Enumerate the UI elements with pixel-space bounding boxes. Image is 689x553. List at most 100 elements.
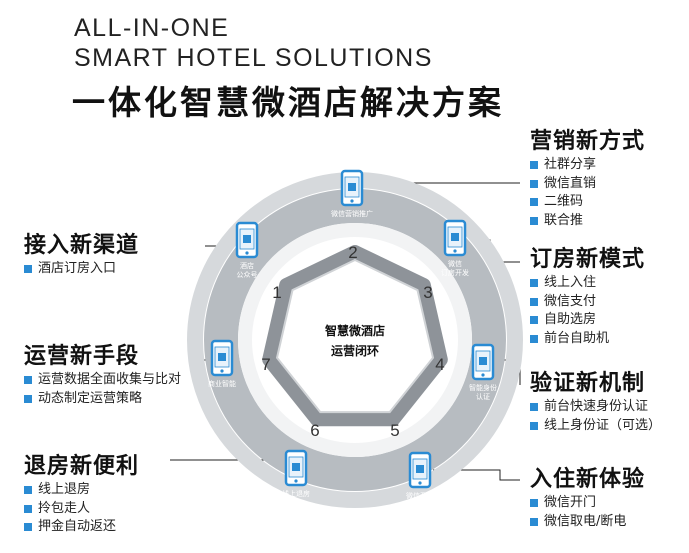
bullet-square-icon xyxy=(530,216,538,225)
feature-title: 订房新模式 xyxy=(530,247,646,272)
feature-booking: 订房新模式 线上入住微信支付自助选房前台自助机 xyxy=(530,246,645,348)
bullet-square-icon xyxy=(530,297,538,306)
feature-item: 前台自助机 xyxy=(530,330,645,349)
step-number: 1 xyxy=(272,283,281,302)
feature-item: 自助选房 xyxy=(530,311,645,330)
feature-checkout: 退房新便利 线上退房拎包走人押金自动返还 xyxy=(24,453,139,537)
feature-item-label: 拎包走人 xyxy=(38,500,91,516)
feature-item: 拎包走人 xyxy=(24,500,139,519)
feature-title: 退房新便利 xyxy=(24,454,140,479)
bullet-square-icon xyxy=(530,499,538,508)
feature-item-label: 酒店订房入口 xyxy=(38,261,117,276)
phone-label: 公众号 xyxy=(237,271,258,279)
phone-label: 智能身份 xyxy=(469,383,497,392)
bullet-square-icon xyxy=(530,161,538,170)
step-number: 5 xyxy=(390,421,399,440)
feature-item: 动态制定运营策略 xyxy=(24,390,181,409)
feature-item-label: 微信开门 xyxy=(544,495,597,510)
feature-channel: 接入新渠道 酒店订房入口 xyxy=(24,232,139,279)
phone-label: 微信营销推广 xyxy=(331,209,373,218)
feature-item-label: 微信取电/断电 xyxy=(544,513,627,529)
phone-label: 线上退房 xyxy=(282,489,310,498)
feature-item-label: 微信支付 xyxy=(544,293,597,309)
phone-label: 取电 xyxy=(413,500,427,509)
feature-item: 酒店订房入口 xyxy=(24,260,139,279)
feature-item-label: 运营数据全面收集与比对 xyxy=(38,372,182,387)
title-en-line1: ALL-IN-ONE xyxy=(74,14,230,42)
feature-item-label: 自助选房 xyxy=(544,312,597,327)
bullet-square-icon xyxy=(530,517,538,526)
bullet-square-icon xyxy=(530,198,538,207)
feature-item: 二维码 xyxy=(530,193,645,212)
inner-ring xyxy=(238,223,472,457)
phone-label: 认证 xyxy=(476,392,490,401)
title-cn: 一体化智慧微酒店解决方案 xyxy=(72,83,504,122)
phone-label: 酒店 xyxy=(240,261,254,270)
feature-item-label: 动态制定运营策略 xyxy=(38,390,143,406)
phone-label: 微信开锁 xyxy=(406,491,434,500)
bullet-square-icon xyxy=(530,316,538,325)
phone-label: 微信 xyxy=(448,259,462,268)
feature-item: 社群分享 xyxy=(530,156,645,175)
bullet-square-icon xyxy=(24,376,32,385)
feature-item-label: 微信直销 xyxy=(544,175,597,191)
feature-title: 接入新渠道 xyxy=(24,233,140,258)
center-label-line2: 运营闭环 xyxy=(331,343,379,358)
feature-item-label: 二维码 xyxy=(544,194,584,209)
step-number: 2 xyxy=(348,243,357,262)
feature-title: 运营新手段 xyxy=(24,344,140,369)
phone-label: 商业智能 xyxy=(208,379,236,388)
center-label-line1: 智慧微酒店 xyxy=(324,323,385,338)
feature-item: 线上入住 xyxy=(530,274,645,293)
bullet-square-icon xyxy=(530,179,538,188)
feature-title: 入住新体验 xyxy=(530,467,646,492)
step-number: 4 xyxy=(435,355,444,374)
feature-item-label: 联合推 xyxy=(544,212,584,228)
feature-verify: 验证新机制 前台快速身份认证线上身份证（可选） xyxy=(530,370,661,435)
feature-operations: 运营新手段 运营数据全面收集与比对动态制定运营策略 xyxy=(24,343,181,408)
phone-icon: 微信营销推广 xyxy=(331,169,373,218)
phone-label: 订房开发 xyxy=(441,268,469,277)
feature-item: 微信直销 xyxy=(530,175,645,194)
feature-item: 线上退房 xyxy=(24,481,139,500)
feature-checkin: 入住新体验 微信开门微信取电/断电 xyxy=(530,466,645,531)
feature-item-label: 线上身份证（可选） xyxy=(544,417,662,433)
feature-item-label: 前台快速身份认证 xyxy=(544,399,649,414)
feature-item: 微信支付 xyxy=(530,293,645,312)
feature-item: 线上身份证（可选） xyxy=(530,417,661,436)
phone-label: 评价 xyxy=(289,499,303,507)
feature-item-label: 线上退房 xyxy=(38,482,91,497)
feature-item: 联合推 xyxy=(530,212,645,231)
feature-item: 押金自动返还 xyxy=(24,518,139,537)
feature-title: 营销新方式 xyxy=(530,129,646,154)
bullet-square-icon xyxy=(530,334,538,343)
bullet-square-icon xyxy=(24,486,32,495)
feature-item: 微信开门 xyxy=(530,494,645,513)
center-heptagon-fill xyxy=(275,258,435,414)
step-number: 3 xyxy=(423,283,432,302)
feature-marketing: 营销新方式 社群分享微信直销二维码联合推 xyxy=(530,128,645,230)
feature-item-label: 押金自动返还 xyxy=(38,519,117,534)
feature-item-label: 社群分享 xyxy=(544,157,597,172)
feature-title: 验证新机制 xyxy=(530,371,646,396)
bullet-square-icon xyxy=(24,394,32,403)
bullet-square-icon xyxy=(24,523,32,532)
bullet-square-icon xyxy=(530,279,538,288)
feature-item-label: 线上入住 xyxy=(544,275,597,290)
center-heptagon xyxy=(262,245,448,427)
feature-item-label: 前台自助机 xyxy=(544,330,610,346)
bullet-square-icon xyxy=(530,421,538,430)
title-en-line2: SMART HOTEL SOLUTIONS xyxy=(74,44,433,72)
phone-icon: 商业智能 xyxy=(208,339,236,388)
step-number: 6 xyxy=(310,421,319,440)
feature-item: 微信取电/断电 xyxy=(530,513,645,532)
bullet-square-icon xyxy=(24,504,32,513)
